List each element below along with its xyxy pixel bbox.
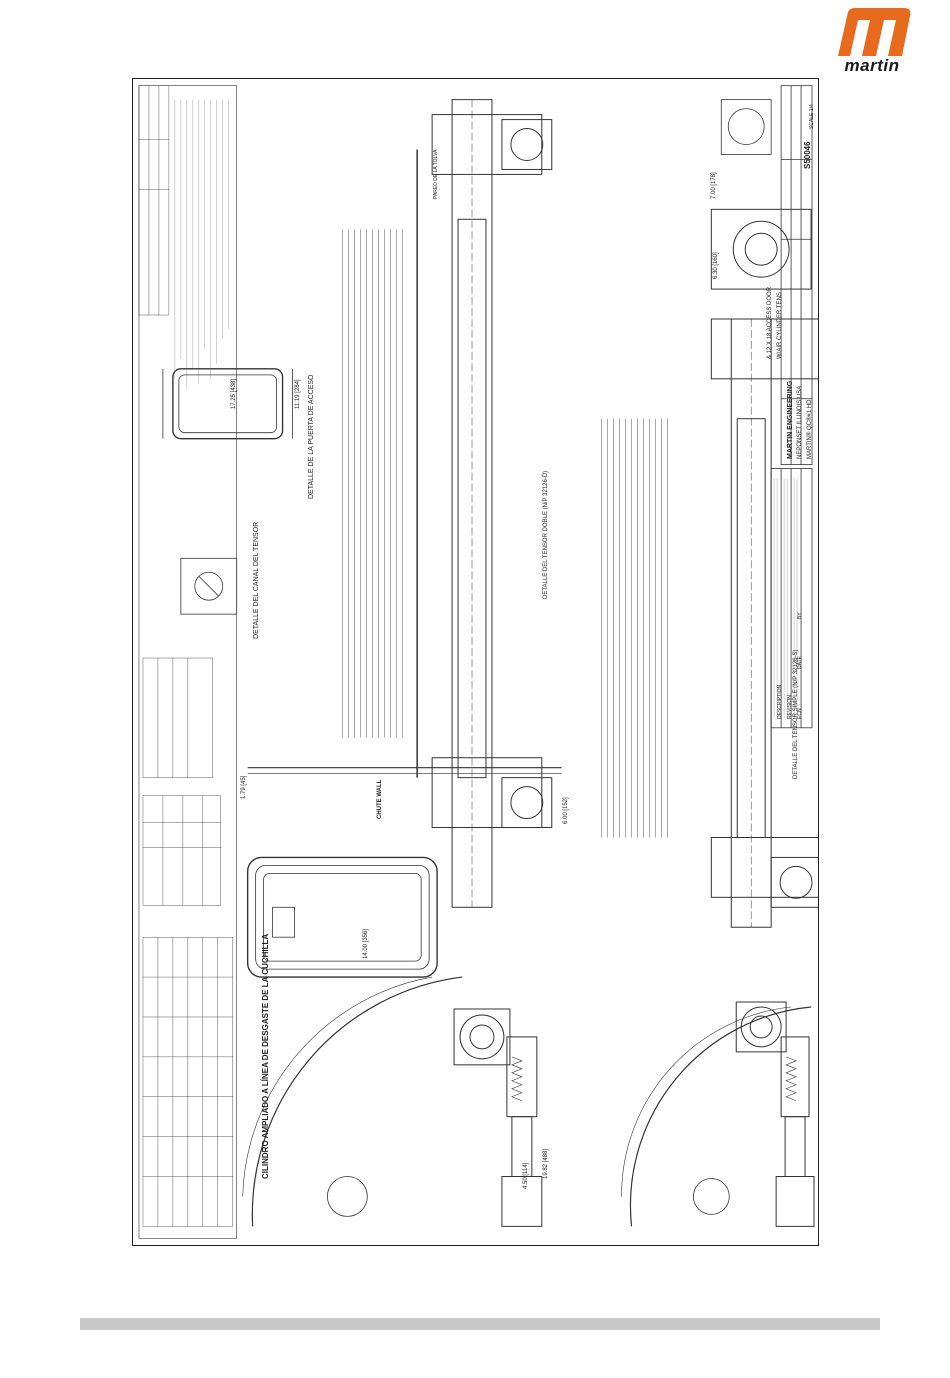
dimension-d7: 19.82 [488] [543,1148,549,1179]
title-block-description: DESCRIPTION [777,684,783,719]
title-block-title-2: W/AIR CYLINDER TENS [777,292,783,359]
title-block-date: DATE [797,656,803,669]
title-block-drawing-number: S50046 [803,141,812,169]
title-block-company: MARTIN ENGINEERING [787,380,794,459]
label-detail-access-door: DETALLE DE LA PUERTA DE ACCESO [308,374,315,500]
dimension-d4: 14.00 [356] [363,928,369,959]
dimension-d6: 6.30 [160] [713,252,719,279]
title-block-title-1: MARTIN® QC®#1 HD [807,399,813,459]
dimension-d1: 11.19 [284] [295,379,301,409]
title-block-ecn: ECN [797,708,803,719]
engineering-drawing-sheet: CILINDRO AMPLIADO A LÍNEA DE DESGASTE DE… [132,78,819,1246]
label-chute-wall: CHUTE WALL [377,779,383,819]
brand-wordmark: martin [844,56,900,75]
footer-bar [80,1318,880,1330]
title-block-location: NEPONSET ILLINOIS USA [797,385,803,459]
martin-logo [828,8,916,74]
dimension-d2: 17.25 [438] [231,378,237,409]
title-block-scale: SCALE 1/4 [809,104,815,129]
drawing-canvas [138,85,818,1239]
label-detail-tensioner-channel: DETALLE DEL CANAL DEL TENSOR [253,521,260,639]
title-block-revision: REVISION [787,695,793,719]
note-enlarged-cylinder: CILINDRO AMPLIADO A LÍNEA DE DESGASTE DE… [261,933,270,1179]
dimension-d8: 4.50 [114] [523,1162,529,1189]
label-detail-double-tensioner: DETALLE DEL TENSOR DOBLE (N/P 32126-D) [543,470,549,599]
dimension-d3: 7.00 [178] [711,172,717,199]
martin-logo-mark [838,8,911,56]
title-block-by: BY [797,612,803,619]
label-chute-wall-es: PARED DE LA TOLVA [433,149,439,199]
dimension-d5: 6.00 [152] [563,797,569,824]
title-block-title-3: & 12 X 18 ACCESS DOOR [767,286,773,359]
dimension-d9: 1.79 [45] [241,775,247,799]
